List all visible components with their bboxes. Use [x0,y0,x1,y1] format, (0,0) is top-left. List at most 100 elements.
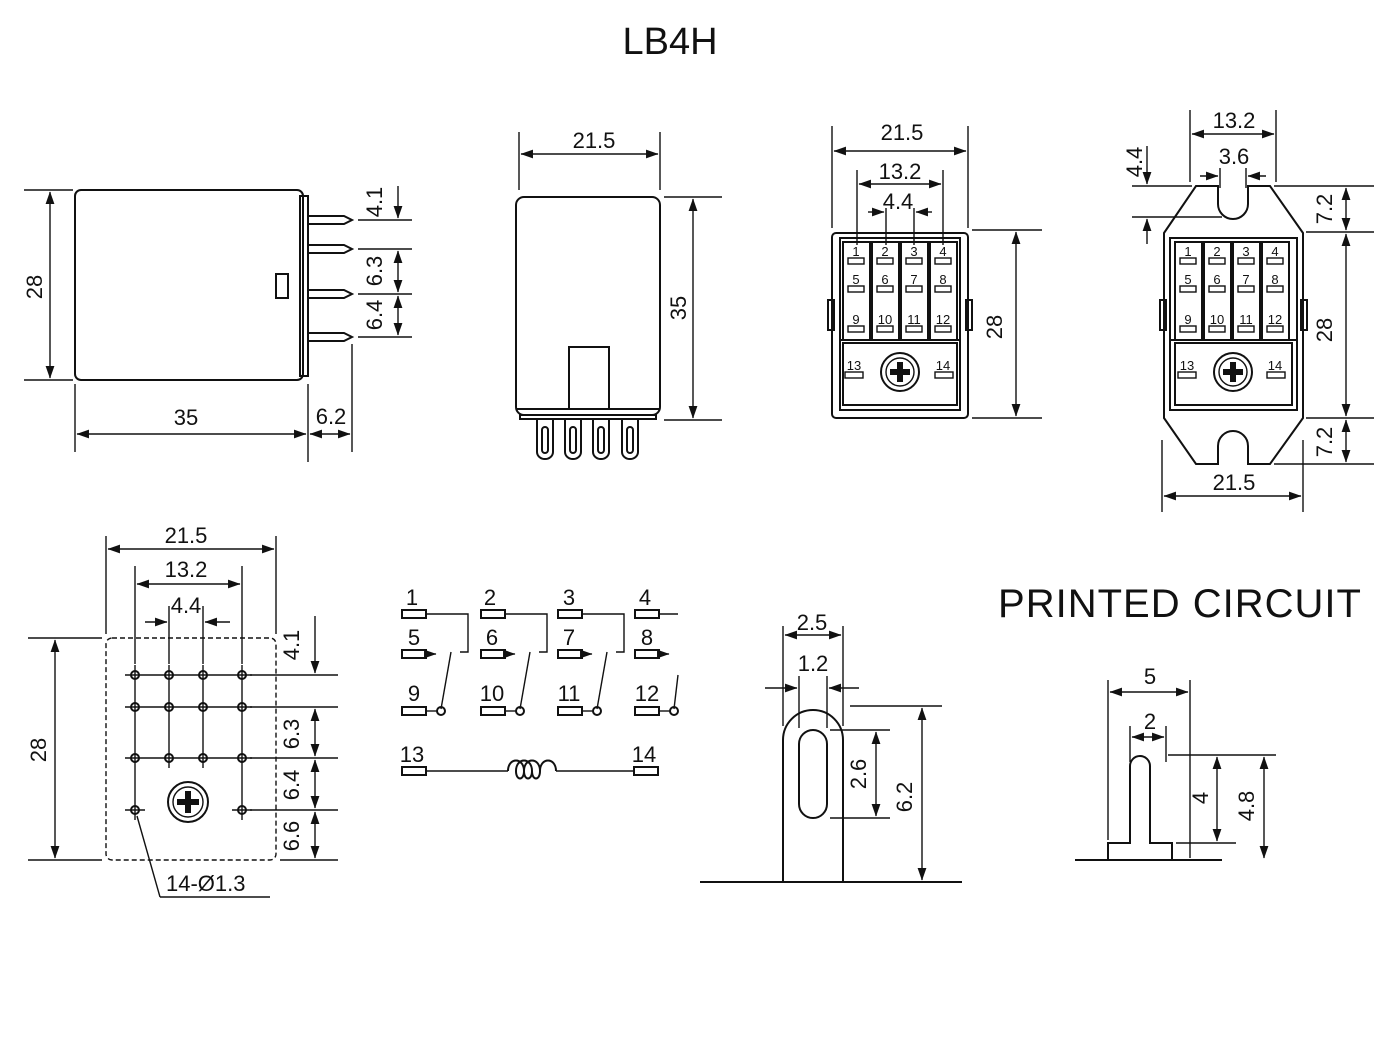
svg-text:12: 12 [635,681,659,706]
svg-text:13: 13 [847,358,861,373]
svg-text:5: 5 [1184,272,1191,287]
dim-flange-ear-bottom: 7.2 [1312,427,1337,458]
hole-callout: 14-Ø1.3 [166,871,246,896]
front-pins [536,419,639,460]
svg-text:13: 13 [400,742,424,767]
svg-text:14: 14 [1268,358,1282,373]
svg-text:2: 2 [484,585,496,610]
side-latch [275,273,289,299]
flange-view: 1 2 3 4 5 6 7 8 9 10 11 12 13 14 13.2 [1122,108,1374,512]
pcb-holes [125,665,252,820]
flange-outline [1163,185,1304,465]
dim-pcb-width: 21.5 [165,523,208,548]
pcb-outline [105,637,277,861]
svg-text:12: 12 [936,312,950,327]
svg-text:7: 7 [1242,272,1249,287]
flange-terminals: 1 2 3 4 5 6 7 8 9 10 11 12 13 14 [1177,244,1286,379]
pcb-pin-detail: 5 2 4 4.8 [1075,664,1276,861]
dim-bottom-width: 21.5 [881,120,924,145]
dim-side-pitch-a: 4.1 [362,187,387,218]
dim-side-length: 35 [174,405,198,430]
svg-text:5: 5 [408,625,420,650]
dim-pcb-pin-height-outer: 4.8 [1234,791,1259,822]
front-body [515,196,661,416]
printed-circuit-label: PRINTED CIRCUIT [998,582,1362,626]
dim-front-height: 35 [666,296,691,320]
svg-text:1: 1 [852,244,859,259]
svg-text:8: 8 [641,625,653,650]
bottom-terminals: 1 2 3 4 5 6 7 8 9 10 11 12 13 14 [844,244,954,379]
dim-side-pitch-c: 6.4 [362,300,387,331]
svg-text:11: 11 [907,312,921,327]
svg-text:10: 10 [480,681,504,706]
dim-pin-slot-width: 1.2 [798,651,829,676]
svg-text:10: 10 [1210,312,1224,327]
svg-text:2: 2 [1213,244,1220,259]
bottom-view: 1 2 3 4 5 6 7 8 9 10 11 12 13 14 21.5 [827,120,1042,419]
dim-flange-width: 21.5 [1213,470,1256,495]
svg-text:10: 10 [878,312,892,327]
svg-text:3: 3 [910,244,917,259]
svg-text:4: 4 [1271,244,1278,259]
dim-pcb-pitch-a: 4.1 [279,630,304,661]
dim-pin-height: 6.2 [892,782,917,813]
svg-text:8: 8 [1271,272,1278,287]
svg-text:5: 5 [852,272,859,287]
svg-text:11: 11 [558,681,581,706]
flange-screw-icon [1213,352,1253,392]
dim-flange-slot-depth: 4.4 [1122,147,1147,178]
svg-text:11: 11 [1239,312,1253,327]
svg-text:14: 14 [936,358,950,373]
svg-text:3: 3 [1242,244,1249,259]
side-body [74,189,304,381]
svg-text:2: 2 [881,244,888,259]
svg-text:6: 6 [1213,272,1220,287]
dim-pcb-height: 28 [26,738,51,762]
front-window [568,346,610,410]
wiring-schematic: 1 2 3 4 5 6 7 8 9 10 11 12 13 14 [400,585,679,780]
dim-pcb-pitch-c: 6.4 [279,770,304,801]
dim-flange-ear-top: 7.2 [1312,194,1337,225]
dim-pcb-inner-width: 13.2 [165,557,208,582]
dim-side-pin-length: 6.2 [316,404,347,429]
svg-text:6: 6 [881,272,888,287]
svg-text:9: 9 [408,681,420,706]
dim-flange-height: 28 [1312,318,1337,342]
side-view: 28 35 6.2 4.1 6.3 6.4 [22,186,412,462]
dim-pcb-pin-spacing: 4.4 [171,593,202,618]
dim-pcb-pitch-b: 6.3 [279,719,304,750]
dim-pcb-pin-height-inner: 4 [1188,792,1213,804]
dim-flange-top-width: 13.2 [1213,108,1256,133]
svg-text:3: 3 [563,585,575,610]
pin-detail: 2.5 1.2 2.6 6.2 [700,610,962,883]
svg-text:4: 4 [939,244,946,259]
dim-bottom-height: 28 [982,315,1007,339]
dim-pcb-pitch-d: 6.6 [279,821,304,852]
svg-text:14: 14 [632,742,656,767]
svg-text:12: 12 [1268,312,1282,327]
coil-icon [507,759,557,780]
svg-text:4: 4 [639,585,651,610]
dim-bottom-pin-spacing: 4.4 [883,189,914,214]
svg-text:1: 1 [1184,244,1191,259]
svg-text:7: 7 [563,625,575,650]
side-flange [299,195,309,377]
svg-text:1: 1 [406,585,418,610]
dim-flange-slot-width: 3.6 [1219,144,1250,169]
dim-pcb-pin-slot-width: 2 [1144,709,1156,734]
dim-pin-slot-length: 2.6 [846,759,871,790]
dim-pin-width: 2.5 [797,610,828,635]
svg-text:9: 9 [1184,312,1191,327]
svg-text:9: 9 [852,312,859,327]
bottom-screw-icon [880,352,920,392]
dim-bottom-inner-width: 13.2 [879,159,922,184]
dim-side-pitch-b: 6.3 [362,256,387,287]
pcb-layout: 14-Ø1.3 21.5 13.2 4.4 28 4.1 6.3 6.4 6.6 [26,523,338,898]
svg-text:8: 8 [939,272,946,287]
side-pins [308,215,355,342]
dim-pcb-pin-width: 5 [1144,664,1156,689]
svg-text:6: 6 [486,625,498,650]
svg-text:13: 13 [1180,358,1194,373]
dim-front-width: 21.5 [573,128,616,153]
